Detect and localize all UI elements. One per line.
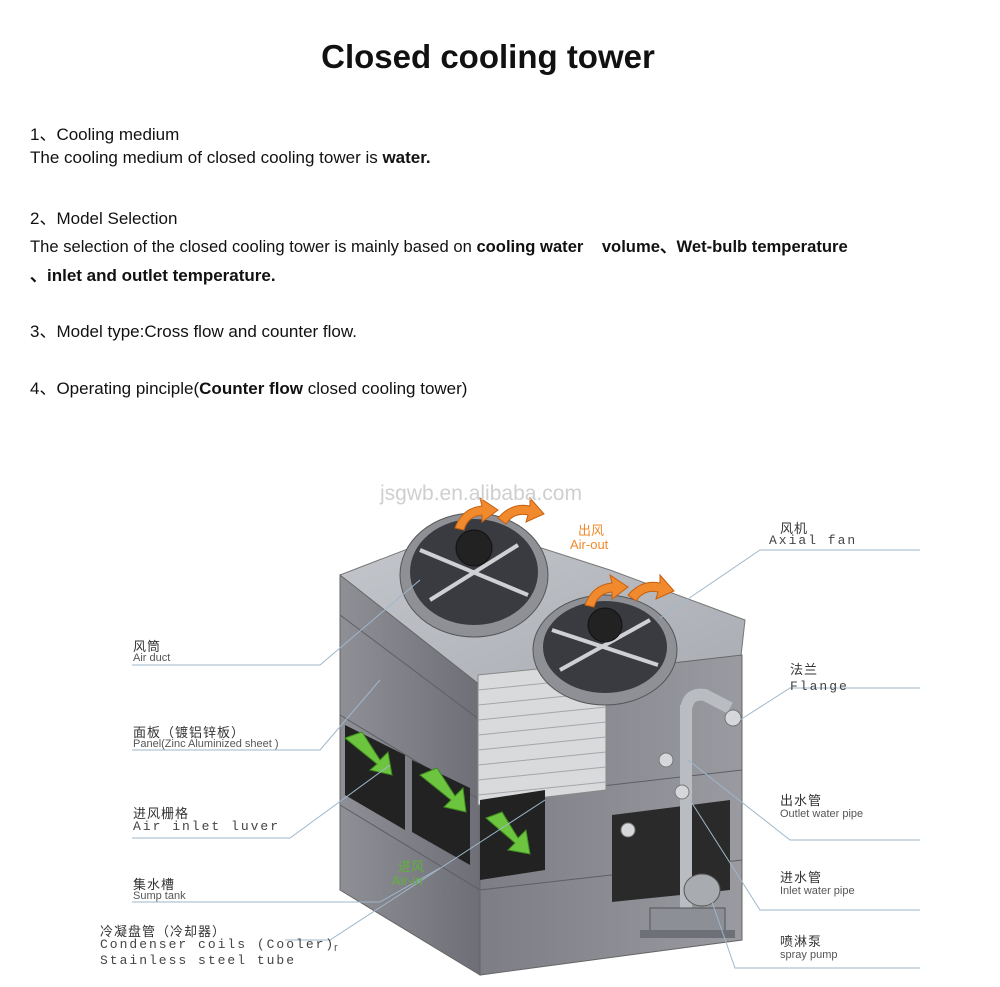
bold-run: inlet and outlet temperature.	[47, 266, 276, 285]
section-4: 4、Operating pinciple(Counter flow closed…	[30, 374, 467, 399]
bold-run: water.	[382, 148, 431, 167]
section-2-text: The selection of the closed cooling towe…	[30, 233, 848, 257]
label-sump-tank-en: Sump tank	[133, 890, 186, 902]
watermark: jsgwb.en.alibaba.com	[380, 482, 582, 505]
section-2-text-line2: 、inlet and outlet temperature.	[30, 261, 276, 286]
bold-run: Counter flow	[199, 379, 304, 398]
air-inlet-louver-1	[345, 725, 405, 830]
tower-illustration	[132, 496, 920, 976]
fan-motor-2	[587, 607, 623, 643]
cooling-tower-diagram: jsgwb.en.alibaba.com 出风 Air-out 进风 Air-i…	[0, 470, 1000, 987]
label-spray-pump-cn: 喷淋泵	[780, 935, 823, 950]
label-air-inlet-cn: 进风栅格	[133, 807, 190, 822]
text-run: 4、Operating pinciple(	[30, 379, 200, 398]
label-flange-en: Flange	[790, 679, 849, 694]
label-air-duct-en: Air duct	[133, 652, 171, 664]
label-axial-fan-cn: 风机	[780, 522, 809, 537]
air-out-label-en: Air-out	[570, 537, 609, 552]
fan-motor-1	[455, 529, 493, 567]
label-air-inlet-en: Air inlet luver	[133, 819, 281, 834]
spray-pump	[683, 873, 721, 907]
air-in-label-cn: 进风	[398, 859, 425, 874]
bold-run: cooling water volume	[476, 237, 660, 256]
text-run: The cooling medium of closed cooling tow…	[30, 148, 383, 167]
label-axial-fan-en: Axial fan	[769, 533, 858, 548]
label-panel-cn: 面板（镀铝锌板）	[133, 726, 246, 741]
label-spray-pump-en: spray pump	[780, 949, 838, 961]
separator: 、	[30, 266, 47, 285]
label-outlet-pipe-cn: 出水管	[780, 794, 823, 809]
flange	[724, 709, 742, 727]
separator: 、	[659, 237, 677, 256]
label-outlet-pipe-en: Outlet water pipe	[780, 808, 864, 820]
label-inlet-pipe-en: Inlet water pipe	[780, 885, 855, 897]
label-condenser-cn: 冷凝盘管（冷却器）	[100, 925, 227, 940]
section-1-heading: 1、Cooling medium	[30, 125, 180, 144]
section-1-text: The cooling medium of closed cooling tow…	[30, 148, 431, 168]
air-in-label-en: Air-in	[392, 873, 423, 888]
stray-mark: r	[334, 942, 338, 954]
section-2-heading: 2、Model Selection	[30, 209, 178, 228]
bold-run: Wet-bulb temperature	[676, 237, 848, 256]
label-flange-cn: 法兰	[790, 663, 819, 678]
air-inlet-louver-2	[412, 760, 470, 865]
label-condenser-en2: Stainless steel tube	[100, 953, 297, 968]
section-3: 3、Model type:Cross flow and counter flow…	[30, 322, 357, 341]
label-sump-tank-cn: 集水槽	[133, 878, 176, 893]
text-run: The selection of the closed cooling towe…	[30, 237, 477, 256]
label-inlet-pipe-cn: 进水管	[780, 871, 823, 886]
label-air-duct-cn: 风筒	[133, 640, 162, 655]
label-condenser-en: Condenser coils (Cooler)	[100, 937, 336, 952]
text-run: closed cooling tower)	[303, 379, 468, 398]
air-out-label-cn: 出风	[578, 523, 605, 538]
page-title: Closed cooling tower	[321, 38, 655, 75]
label-panel-en: Panel(Zinc Aluminized sheet )	[133, 738, 279, 750]
